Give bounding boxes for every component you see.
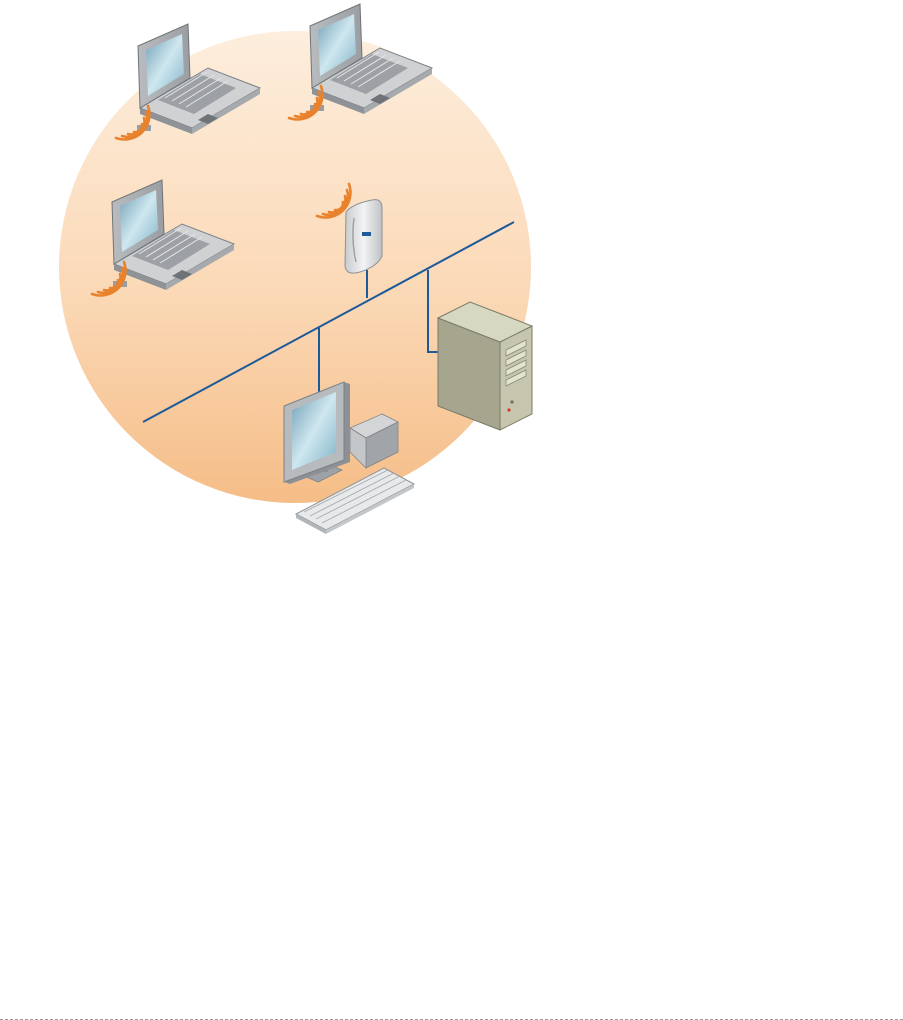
access-point-icon	[345, 200, 382, 273]
server-tower-icon	[438, 302, 532, 430]
server	[438, 302, 532, 430]
